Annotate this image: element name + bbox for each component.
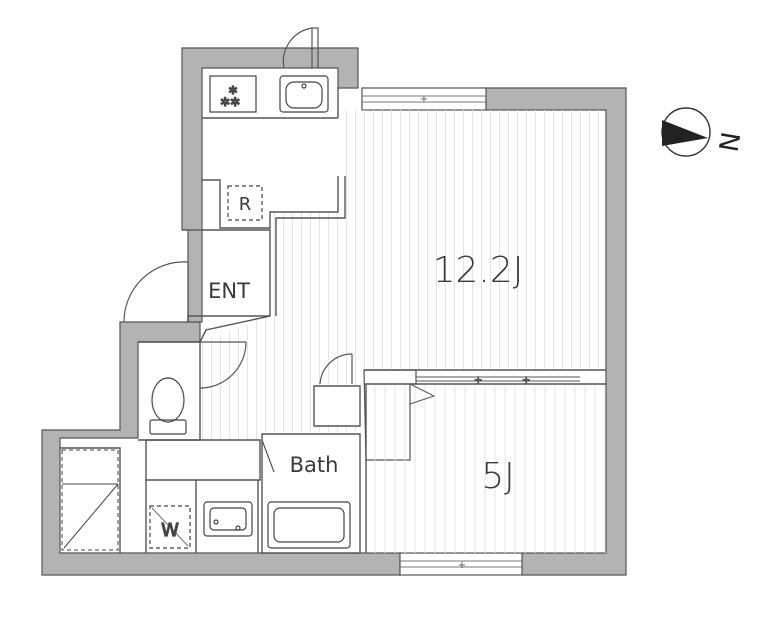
- sliding-door-rooms: + +: [409, 375, 580, 405]
- interior-walls: [60, 88, 606, 554]
- door-entrance: [123, 261, 189, 323]
- door-bath: [261, 439, 275, 473]
- second-room-floor: [366, 384, 606, 553]
- entrance-label: ENT: [208, 279, 250, 303]
- toilet: [149, 377, 187, 435]
- svg-text:+: +: [420, 94, 428, 105]
- svg-text:W: W: [161, 520, 179, 541]
- wash-basin: [203, 501, 253, 537]
- window-top: +: [361, 87, 487, 111]
- kitchen-sink: [279, 75, 329, 113]
- main-room-floor: [200, 110, 606, 460]
- washing-machine: W: [149, 505, 191, 549]
- svg-text:+: +: [458, 560, 466, 571]
- fridge-label: R: [239, 194, 252, 215]
- north-label: N: [712, 129, 745, 153]
- main-room-label: 12.2J: [433, 250, 524, 291]
- svg-text:✲: ✲: [228, 84, 237, 97]
- window-bottom: +: [399, 552, 523, 576]
- stove: ✲✲ ✲: [209, 75, 257, 113]
- svg-text:+: +: [522, 375, 530, 386]
- compass-icon: N: [661, 107, 745, 157]
- svg-text:✲✲: ✲✲: [220, 95, 240, 109]
- closet-left: [61, 449, 119, 551]
- refrigerator: R: [227, 185, 263, 221]
- second-room-label: 5J: [481, 456, 515, 497]
- bathtub: [267, 501, 351, 549]
- door-toilet: [199, 341, 247, 389]
- door-kitchen-top: [282, 27, 319, 69]
- door-closet-small: [319, 353, 353, 385]
- svg-text:+: +: [474, 375, 482, 386]
- bath-label: Bath: [290, 453, 339, 477]
